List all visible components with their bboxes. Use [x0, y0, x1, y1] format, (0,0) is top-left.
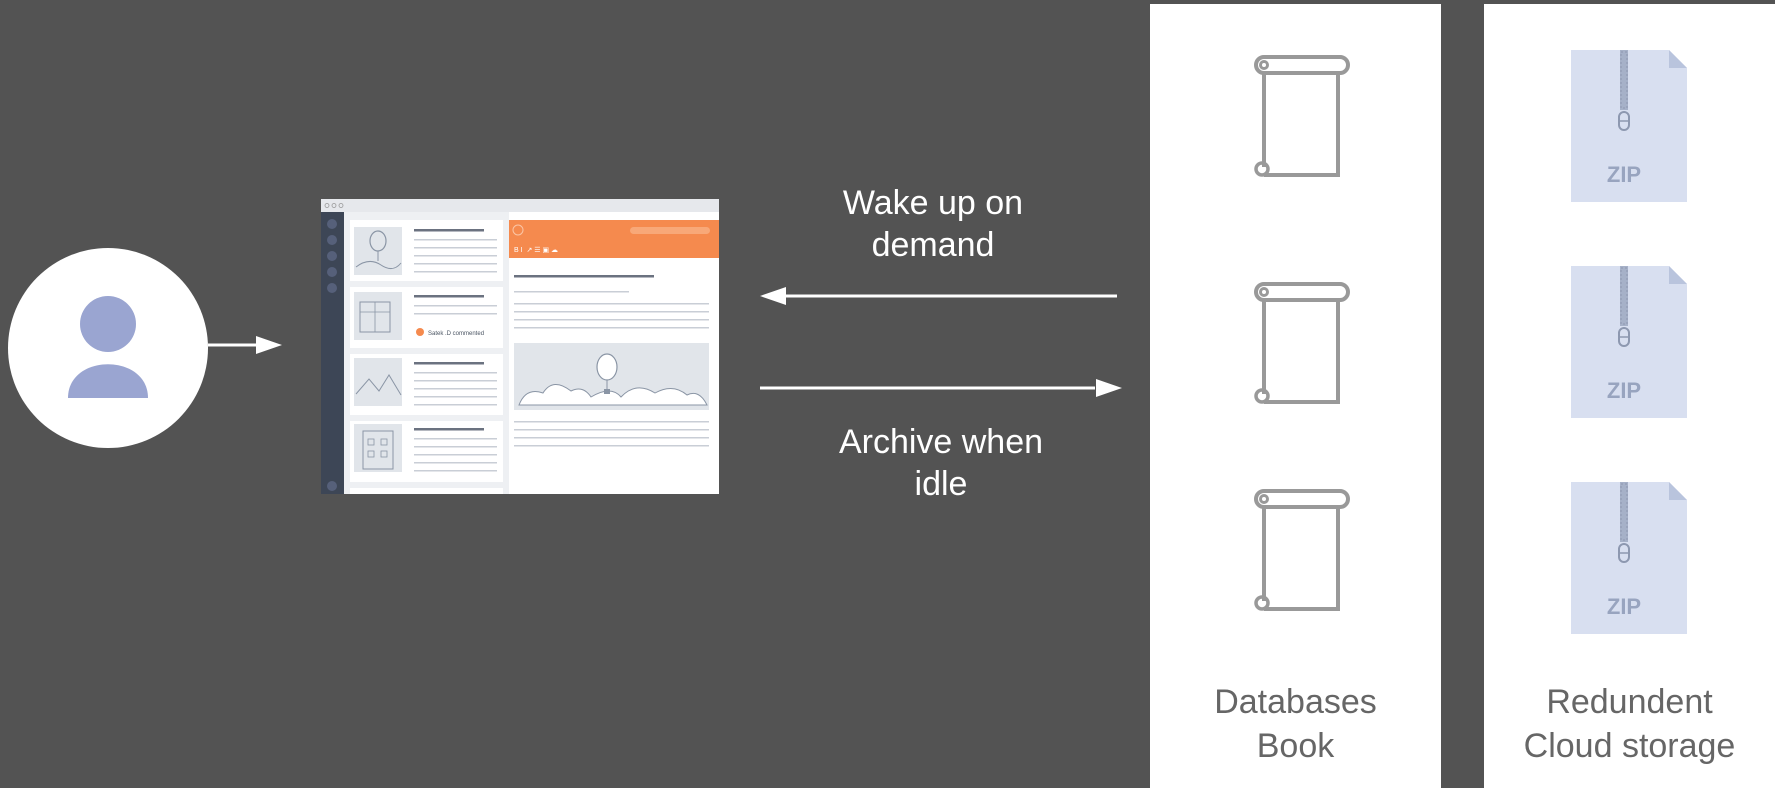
- zip-file-icon: ZIP: [1570, 481, 1688, 635]
- comment-text: Satek .D commented: [428, 331, 484, 337]
- svg-text:ZIP: ZIP: [1607, 378, 1641, 403]
- svg-text:ZIP: ZIP: [1607, 594, 1641, 619]
- cloud-storage-panel: ZIP ZIP ZIP: [1484, 4, 1775, 788]
- databases-label: Databases Book: [1214, 683, 1377, 765]
- user-to-app-arrow: [208, 336, 282, 354]
- zip-files: ZIP ZIP ZIP: [1570, 49, 1688, 635]
- user-icon: [68, 296, 148, 398]
- wake-up-label: Wake up on demand: [842, 184, 1024, 264]
- databases-panel: [1150, 4, 1441, 788]
- database-scrolls: [1254, 55, 1350, 611]
- app-preview-window: Satek .D commented: [321, 199, 719, 494]
- database-scroll-icon: [1254, 55, 1350, 177]
- wake-up-arrow: [760, 287, 1117, 305]
- editor-toolbar: B I ↗ ☰ ▣ ☁: [514, 247, 558, 254]
- archive-label: Archive when idle: [838, 423, 1044, 503]
- cloud-storage-label: Redundent Cloud storage: [1523, 683, 1736, 765]
- svg-text:ZIP: ZIP: [1607, 162, 1641, 187]
- archive-arrow: [760, 379, 1122, 397]
- zip-file-icon: ZIP: [1570, 265, 1688, 419]
- zip-file-icon: ZIP: [1570, 49, 1688, 203]
- database-scroll-icon: [1254, 489, 1350, 611]
- database-scroll-icon: [1254, 282, 1350, 404]
- app-preview-illustration: Satek .D commented: [321, 199, 719, 494]
- user-avatar: [8, 248, 208, 448]
